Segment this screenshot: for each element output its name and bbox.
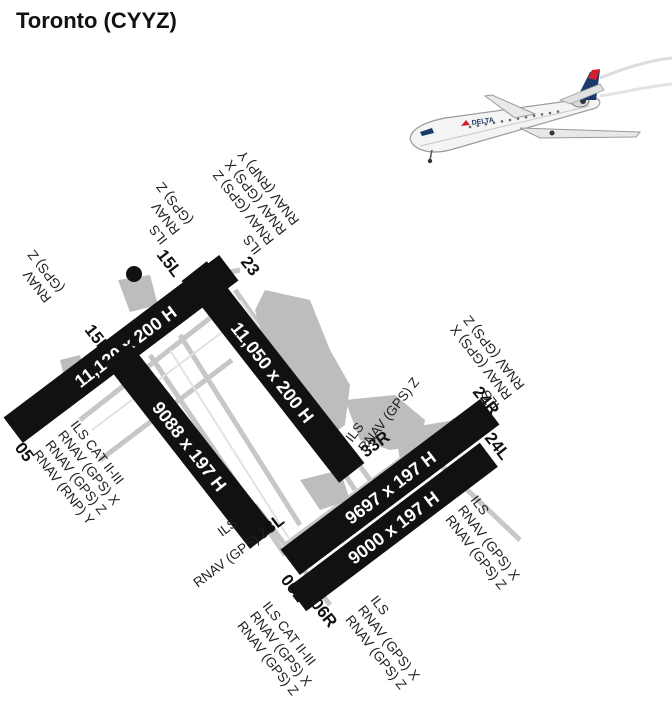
page-title: Toronto (CYYZ) [16, 8, 177, 33]
approach-33L-line-2: RNAV (GPS) Z [190, 524, 271, 590]
airliner-icon: DELTA [409, 56, 672, 164]
end-05: 05 [11, 439, 38, 466]
north-hangars [118, 275, 158, 312]
end-23: 23 [237, 253, 264, 280]
airline-livery-text: DELTA [471, 117, 494, 127]
control-tower-icon [126, 266, 142, 282]
terminal-1 [255, 290, 350, 440]
end-15L: 15L [153, 246, 186, 281]
